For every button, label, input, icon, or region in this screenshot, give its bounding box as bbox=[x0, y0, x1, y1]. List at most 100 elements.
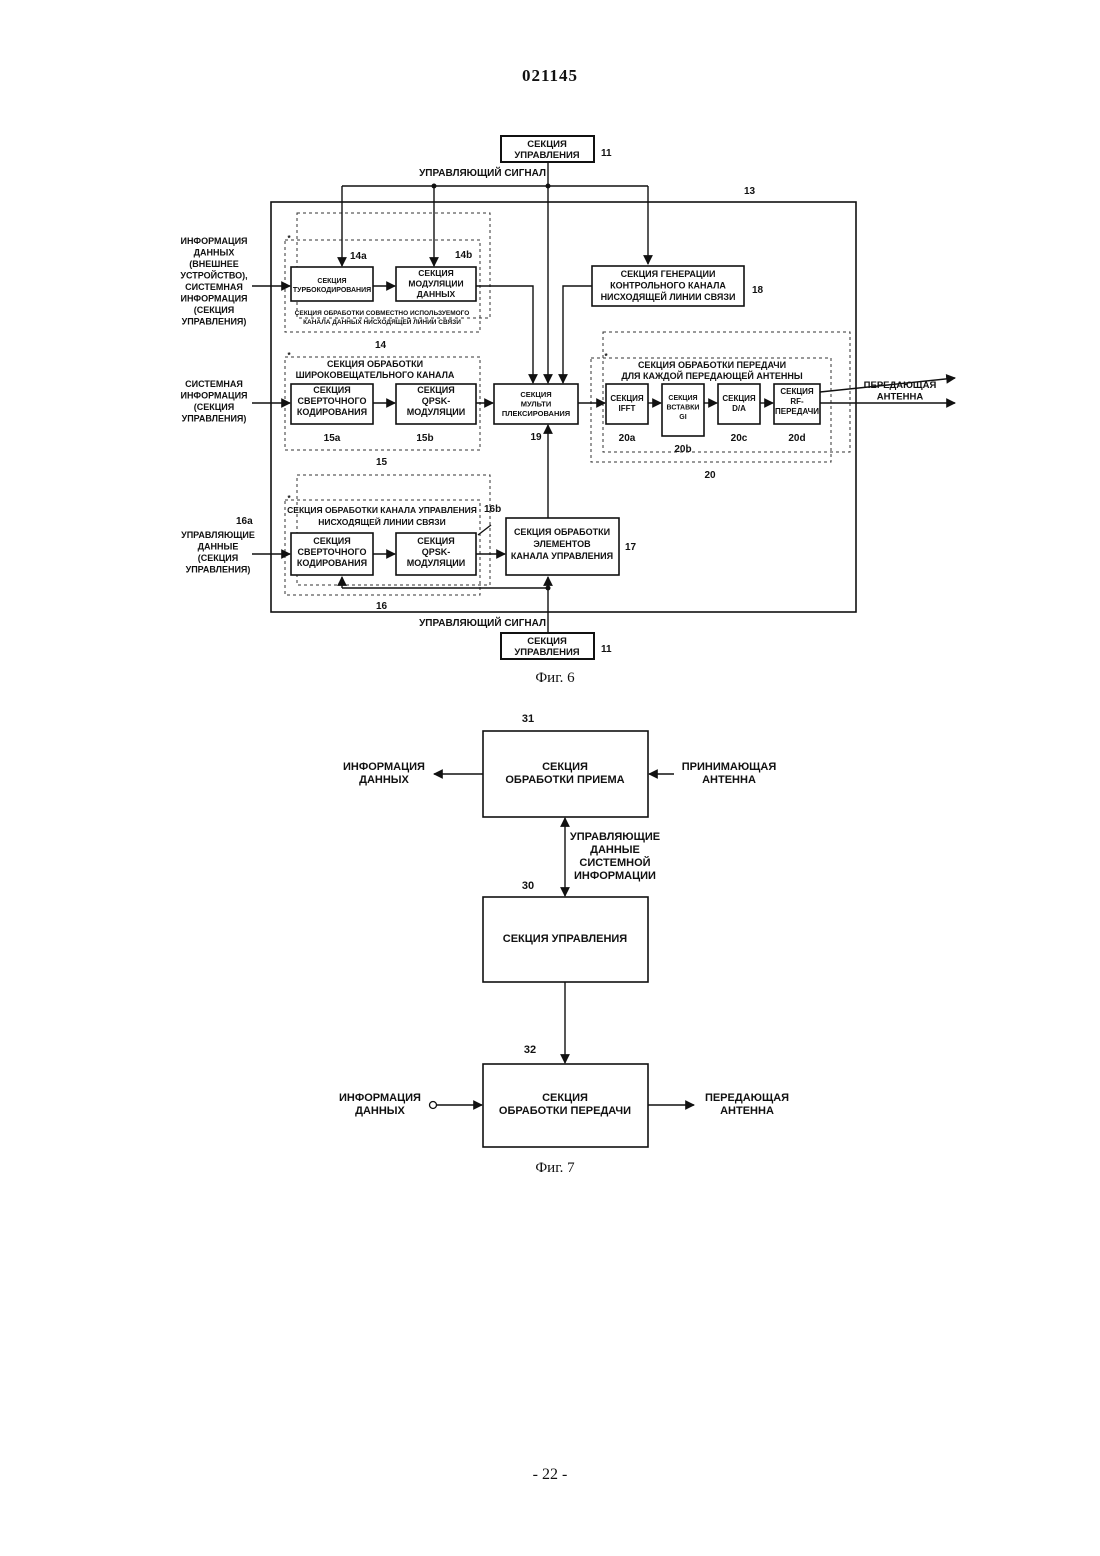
ref-20b: 20b bbox=[674, 444, 691, 455]
ref-11-top: 11 bbox=[601, 148, 612, 159]
tx-label: ОБРАБОТКИ ПЕРЕДАЧИ bbox=[499, 1105, 631, 1117]
tx-antenna-label: ПЕРЕДАЮЩАЯ bbox=[705, 1092, 789, 1104]
broadcast-group-label: ШИРОКОВЕЩАТЕЛЬНОГО КАНАЛА bbox=[296, 370, 455, 380]
control-data-label: ДАННЫЕ bbox=[590, 844, 640, 856]
input-data-info-label: ИНФОРМАЦИЯ bbox=[180, 294, 247, 304]
data-out-label: ДАННЫХ bbox=[359, 774, 409, 786]
gi-label: СЕКЦИЯ bbox=[668, 395, 697, 402]
ref-18: 18 bbox=[752, 285, 764, 296]
rx-antenna-label: АНТЕННА bbox=[702, 774, 756, 786]
ref-14: 14 bbox=[375, 340, 387, 351]
mux-label: МУЛЬТИ bbox=[521, 400, 552, 409]
ctrl-gen-label: НИСХОДЯЩЕЙ ЛИНИИ СВЯЗИ bbox=[601, 291, 736, 302]
ctrl-channel-group-label: СЕКЦИЯ ОБРАБОТКИ КАНАЛА УПРАВЛЕНИЯ bbox=[287, 505, 477, 515]
broadcast-group-label: СЕКЦИЯ ОБРАБОТКИ bbox=[327, 359, 423, 369]
qpsk15-label: МОДУЛЯЦИИ bbox=[407, 407, 465, 417]
control-signal-bottom-label: УПРАВЛЯЮЩИЙ СИГНАЛ bbox=[419, 616, 546, 629]
ref-20: 20 bbox=[704, 470, 716, 481]
input-control-data-label: УПРАВЛЕНИЯ) bbox=[186, 565, 251, 575]
ref-17: 17 bbox=[625, 542, 637, 553]
modulation-label: ДАННЫХ bbox=[417, 289, 456, 299]
tx-antenna-label-fig6: ПЕРЕДАЮЩАЯ bbox=[864, 380, 937, 391]
conv15-label: СВЕРТОЧНОГО bbox=[298, 396, 367, 406]
control-data-label: СИСТЕМНОЙ bbox=[579, 856, 650, 869]
control-bottom-label: СЕКЦИЯ bbox=[527, 636, 567, 647]
rx-label: ОБРАБОТКИ ПРИЕМА bbox=[505, 774, 624, 786]
input-control-data-label: ДАННЫЕ bbox=[198, 542, 239, 552]
shared-group-label: СЕКЦИЯ ОБРАБОТКИ СОВМЕСТНО ИСПОЛЬЗУЕМОГО bbox=[295, 310, 470, 317]
ref-15a: 15a bbox=[324, 433, 341, 444]
control-data-label: ИНФОРМАЦИИ bbox=[574, 870, 656, 882]
da-label: D/A bbox=[732, 404, 746, 413]
ref-20c: 20c bbox=[731, 433, 748, 444]
gi-label: GI bbox=[679, 414, 686, 421]
input-control-data-label: УПРАВЛЯЮЩИЕ bbox=[181, 530, 255, 540]
qpsk16-label: СЕКЦИЯ bbox=[417, 536, 455, 546]
conv16-label: СВЕРТОЧНОГО bbox=[298, 547, 367, 557]
ref-14a: 14a bbox=[350, 251, 367, 262]
data-in-label: ДАННЫХ bbox=[355, 1105, 405, 1117]
fig6-diagram: СЕКЦИЯУПРАВЛЕНИЯ11УПРАВЛЯЮЩИЙ СИГНАЛ13ИН… bbox=[180, 136, 955, 686]
ref-11-bottom: 11 bbox=[601, 644, 612, 655]
qpsk16-label: МОДУЛЯЦИИ bbox=[407, 558, 465, 568]
modulation-label: СЕКЦИЯ bbox=[418, 268, 453, 278]
rf-label: RF- bbox=[790, 397, 804, 406]
mux-label: СЕКЦИЯ bbox=[520, 390, 551, 399]
ref-16b: 16b bbox=[484, 504, 501, 515]
mux-label: ПЛЕКСИРОВАНИЯ bbox=[502, 409, 570, 418]
rx-label: СЕКЦИЯ bbox=[542, 761, 588, 773]
ctrl-elements-label: ЭЛЕМЕНТОВ bbox=[533, 539, 591, 549]
input-data-info-label: УПРАВЛЕНИЯ) bbox=[182, 317, 247, 327]
turbo-label: ТУРБОКОДИРОВАНИЯ bbox=[293, 287, 371, 294]
control-top-label: УПРАВЛЕНИЯ bbox=[514, 150, 579, 161]
rx-antenna-label: ПРИНИМАЮЩАЯ bbox=[682, 761, 777, 773]
qpsk15-label: СЕКЦИЯ bbox=[417, 385, 455, 395]
da-label: СЕКЦИЯ bbox=[722, 394, 756, 403]
ifft-label: СЕКЦИЯ bbox=[610, 394, 644, 403]
shared-group-label: КАНАЛА ДАННЫХ НИСХОДЯЩЕЙ ЛИНИИ СВЯЗИ bbox=[303, 317, 461, 326]
rf-label: ПЕРЕДАЧИ bbox=[775, 407, 819, 416]
control-bottom-label: УПРАВЛЕНИЯ bbox=[514, 647, 579, 658]
data-out-label: ИНФОРМАЦИЯ bbox=[343, 761, 425, 773]
ctrl-gen-label: КОНТРОЛЬНОГО КАНАЛА bbox=[610, 281, 726, 291]
fig7-labels: 31СЕКЦИЯОБРАБОТКИ ПРИЕМАИНФОРМАЦИЯДАННЫХ… bbox=[339, 713, 789, 1176]
input-terminal-icon bbox=[430, 1102, 437, 1109]
ref-32: 32 bbox=[524, 1044, 536, 1056]
ctrl-channel-group-label: НИСХОДЯЩЕЙ ЛИНИИ СВЯЗИ bbox=[318, 516, 445, 527]
fig6-caption: Фиг. 6 bbox=[535, 670, 575, 686]
control-signal-top-label: УПРАВЛЯЮЩИЙ СИГНАЛ bbox=[419, 166, 546, 179]
tx-group-label: СЕКЦИЯ ОБРАБОТКИ ПЕРЕДАЧИ bbox=[638, 360, 786, 370]
input-data-info-label: (СЕКЦИЯ bbox=[194, 305, 235, 315]
ref-19: 19 bbox=[530, 432, 542, 443]
conv15-label: КОДИРОВАНИЯ bbox=[297, 407, 367, 417]
input-system-info-label: ИНФОРМАЦИЯ bbox=[180, 391, 247, 401]
control-data-label: УПРАВЛЯЮЩИЕ bbox=[570, 831, 660, 843]
ref-14b: 14b bbox=[455, 250, 472, 261]
conv16-label: СЕКЦИЯ bbox=[313, 536, 351, 546]
input-data-info-label: УСТРОЙСТВО), bbox=[180, 270, 247, 281]
ref-15b: 15b bbox=[416, 433, 433, 444]
tx-antenna-label: АНТЕННА bbox=[720, 1105, 774, 1117]
conv16-label: КОДИРОВАНИЯ bbox=[297, 558, 367, 568]
input-data-info-label: ДАННЫХ bbox=[194, 248, 235, 258]
ref-13: 13 bbox=[744, 186, 756, 197]
gi-label: ВСТАВКИ bbox=[667, 405, 700, 412]
turbo-label: СЕКЦИЯ bbox=[317, 278, 346, 285]
control-top-label: СЕКЦИЯ bbox=[527, 139, 567, 150]
fig7-diagram: 31СЕКЦИЯОБРАБОТКИ ПРИЕМАИНФОРМАЦИЯДАННЫХ… bbox=[339, 713, 789, 1176]
rf-label: СЕКЦИЯ bbox=[780, 387, 814, 396]
tx-antenna-label-fig6: АНТЕННА bbox=[877, 392, 924, 403]
input-system-info-label: УПРАВЛЕНИЯ) bbox=[182, 414, 247, 424]
ref-15: 15 bbox=[376, 457, 388, 468]
input-data-info-label: (ВНЕШНЕЕ bbox=[189, 259, 239, 269]
modulation-label: МОДУЛЯЦИИ bbox=[408, 279, 463, 289]
ref-20d: 20d bbox=[788, 433, 805, 444]
input-system-info-label: (СЕКЦИЯ bbox=[194, 402, 235, 412]
input-control-data-label: (СЕКЦИЯ bbox=[198, 553, 239, 563]
ref-20a: 20a bbox=[619, 433, 636, 444]
qpsk15-label: QPSK- bbox=[422, 396, 451, 406]
ref-16: 16 bbox=[376, 601, 388, 612]
data-in-label: ИНФОРМАЦИЯ bbox=[339, 1092, 421, 1104]
qpsk16-label: QPSK- bbox=[422, 547, 451, 557]
